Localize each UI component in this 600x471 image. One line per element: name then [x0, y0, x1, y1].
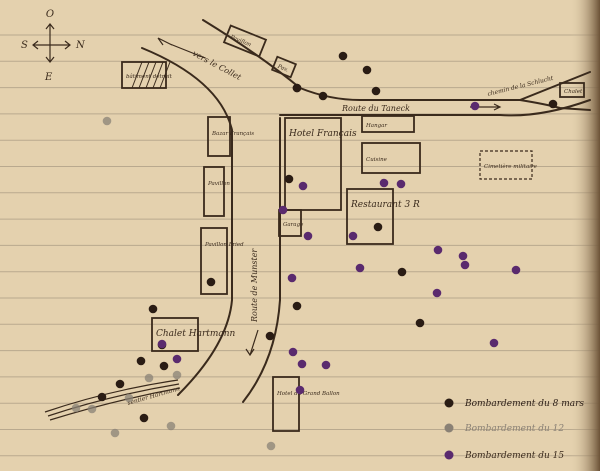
bombardment-marker-15: [489, 338, 499, 348]
road-label-taneck: Route du Taneck: [341, 104, 410, 113]
bombardment-marker-15: [433, 245, 443, 255]
building-label: Cuisine: [366, 157, 388, 163]
building-restaurant: Restaurant 3 R: [346, 188, 420, 245]
building-cuisine: Cuisine: [361, 142, 421, 174]
bombardment-marker-8-mars: [292, 83, 302, 93]
building-label: Pav.: [276, 63, 290, 73]
legend-marker-8-mars: [444, 398, 454, 408]
bombardment-marker-12: [87, 404, 97, 414]
building-hotel: Hotel Français: [284, 117, 357, 211]
building-label: Bazar Français: [211, 131, 254, 137]
bombardment-marker-12: [102, 116, 112, 126]
bombardment-marker-8-mars: [115, 379, 125, 389]
bombardment-marker-8-mars: [397, 267, 407, 277]
building-far-right: Chalet: [559, 82, 585, 98]
bombardment-marker-12: [110, 428, 120, 438]
bombardment-marker-8-mars: [415, 318, 425, 328]
building-label: Hangar: [365, 123, 387, 129]
bombardment-marker-12: [266, 441, 276, 451]
bombardment-marker-8-mars: [148, 304, 158, 314]
bombardment-marker-12: [144, 373, 154, 383]
bombardment-marker-15: [470, 101, 480, 111]
bombardment-marker-15: [297, 359, 307, 369]
bombardment-marker-15: [172, 354, 182, 364]
building-label: Garage: [283, 222, 304, 228]
building-bazar: Bazar Français: [207, 116, 254, 157]
bombardment-marker-8-mars: [373, 222, 383, 232]
building-label: Chalet Hartmann: [156, 329, 236, 339]
legend-marker-15: [444, 450, 454, 460]
building-cimetiere: Cimetière militaire: [479, 150, 538, 180]
bombardment-marker-8-mars: [338, 51, 348, 61]
ruled-lines: [0, 34, 600, 457]
building-label: Hotel Français: [288, 129, 357, 139]
bombardment-marker-15: [295, 385, 305, 395]
road-chemin-branch: [519, 99, 591, 111]
bombardment-markers: [71, 51, 558, 451]
road-munster-east-edge: [242, 117, 281, 403]
bombardment-marker-8-mars: [548, 99, 558, 109]
compass-rose: O S N E: [21, 9, 86, 83]
bombardment-marker-15: [298, 181, 308, 191]
building-label: Chalet: [564, 89, 583, 95]
bombardment-marker-15: [348, 231, 358, 241]
building-pavillon-mid: Pavillon: [203, 166, 230, 217]
legend-label-12: Bombardement du 12: [464, 424, 564, 434]
bombardment-marker-8-mars: [159, 361, 169, 371]
compass-west: O: [46, 9, 54, 20]
roads: [44, 19, 591, 421]
bombardment-marker-8-mars: [284, 174, 294, 184]
bombardment-marker-15: [157, 339, 167, 349]
compass-north: N: [75, 40, 86, 51]
building-label: Cimetière militaire: [484, 163, 538, 170]
road-collet-west-edge: [141, 47, 233, 396]
bombardment-marker-8-mars: [318, 91, 328, 101]
building-small-top: Pav.: [270, 55, 298, 79]
bombardment-marker-15: [396, 179, 406, 189]
bombardment-marker-15: [511, 265, 521, 275]
building-label: Pavillon Fried: [204, 242, 244, 248]
road-taneck-south-edge: [279, 99, 591, 117]
bombardment-marker-8-mars: [292, 301, 302, 311]
building-label: Hotel du Grand Ballon: [276, 391, 340, 397]
bombardment-marker-15: [287, 273, 297, 283]
bombardment-marker-15: [278, 205, 288, 215]
bombardment-marker-15: [460, 260, 470, 270]
bombardment-marker-8-mars: [206, 277, 216, 287]
bombardment-marker-8-mars: [139, 413, 149, 423]
sentier-path: [44, 379, 181, 421]
bombardment-marker-8-mars: [265, 331, 275, 341]
bombardment-marker-12: [172, 370, 182, 380]
building-garage: Garage: [278, 209, 304, 237]
bombardment-marker-15: [355, 263, 365, 273]
legend-marker-12: [444, 423, 454, 433]
bombardment-marker-8-mars: [97, 392, 107, 402]
building-label: Restaurant 3 R: [350, 200, 420, 210]
bombardment-marker-12: [124, 393, 134, 403]
compass-south: S: [21, 40, 28, 51]
bombardment-marker-15: [288, 347, 298, 357]
bombardment-marker-15: [379, 178, 389, 188]
building-pavillon-fried: Pavillon Fried: [200, 227, 244, 295]
bombardment-marker-8-mars: [136, 356, 146, 366]
bombardment-marker-15: [303, 231, 313, 241]
building-chalet: Chalet Hartmann: [151, 317, 236, 352]
bombardment-marker-15: [432, 288, 442, 298]
legend-label-15: Bombardement du 15: [464, 451, 564, 461]
bombardment-marker-12: [166, 421, 176, 431]
bombardment-marker-8-mars: [362, 65, 372, 75]
building-hangar: Hangar: [361, 115, 415, 133]
bombardment-marker-15: [321, 360, 331, 370]
road-label-munster: Route de Munster: [250, 248, 259, 323]
bombardment-marker-12: [71, 403, 81, 413]
legend: Bombardement du 8 mars Bombardement du 1…: [444, 398, 584, 461]
compass-east: E: [44, 72, 53, 83]
building-label: bâtiment détruit: [126, 73, 173, 80]
bombardment-marker-8-mars: [371, 86, 381, 96]
legend-label-8-mars: Bombardement du 8 mars: [464, 399, 584, 409]
building-label: Pavillon: [207, 181, 230, 187]
building-ruined: bâtiment détruit: [121, 61, 173, 89]
bombardment-marker-15: [458, 251, 468, 261]
building-hotel-ballon: Hotel du Grand Ballon: [272, 376, 340, 432]
